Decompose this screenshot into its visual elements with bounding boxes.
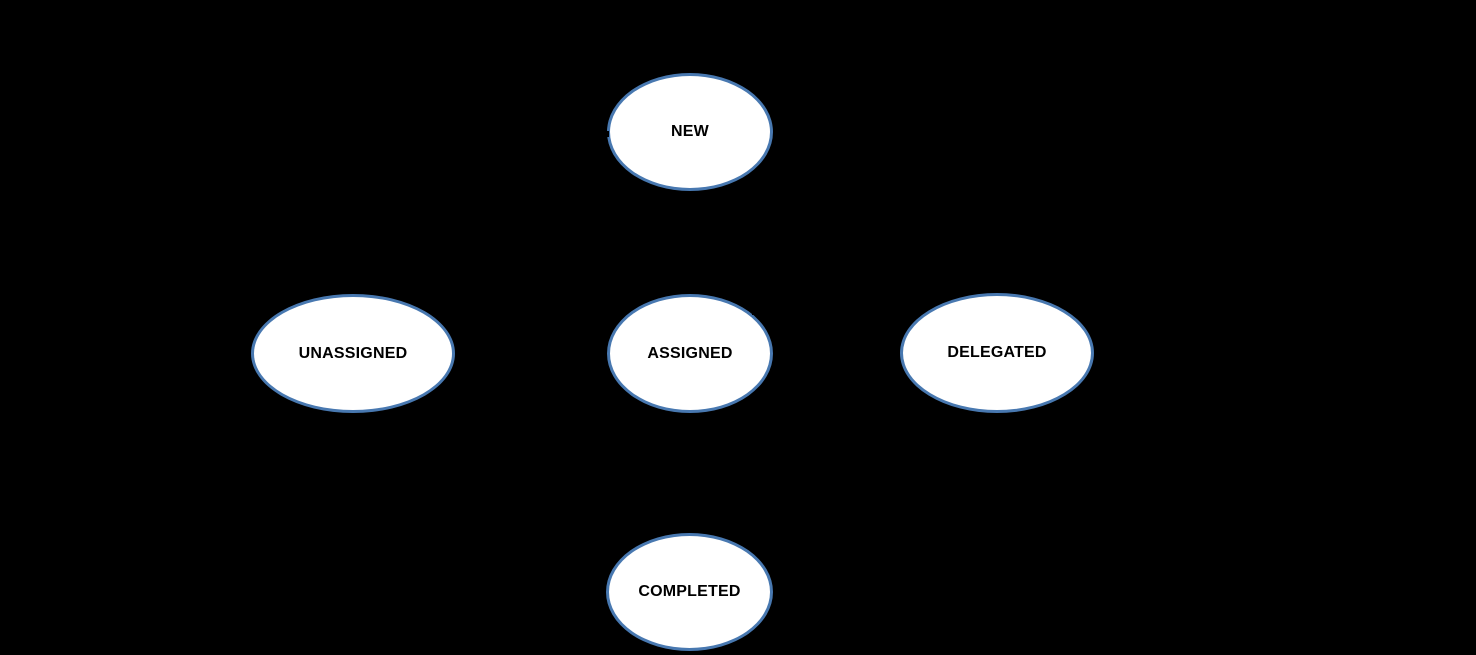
connector-notch-new	[604, 131, 609, 137]
state-node-assigned: ASSIGNED	[607, 294, 773, 413]
connector-notch-assigned	[752, 310, 759, 315]
state-label-new: NEW	[671, 123, 709, 140]
state-label-unassigned: UNASSIGNED	[298, 344, 408, 362]
state-node-delegated: DELEGATED	[900, 293, 1094, 413]
state-label-assigned: ASSIGNED	[647, 344, 733, 362]
state-node-new: NEW	[607, 73, 773, 191]
state-label-delegated: DELEGATED	[947, 344, 1047, 361]
state-node-unassigned: UNASSIGNED	[251, 294, 455, 413]
state-label-completed: COMPLETED	[638, 583, 741, 600]
state-node-completed: COMPLETED	[606, 533, 773, 651]
